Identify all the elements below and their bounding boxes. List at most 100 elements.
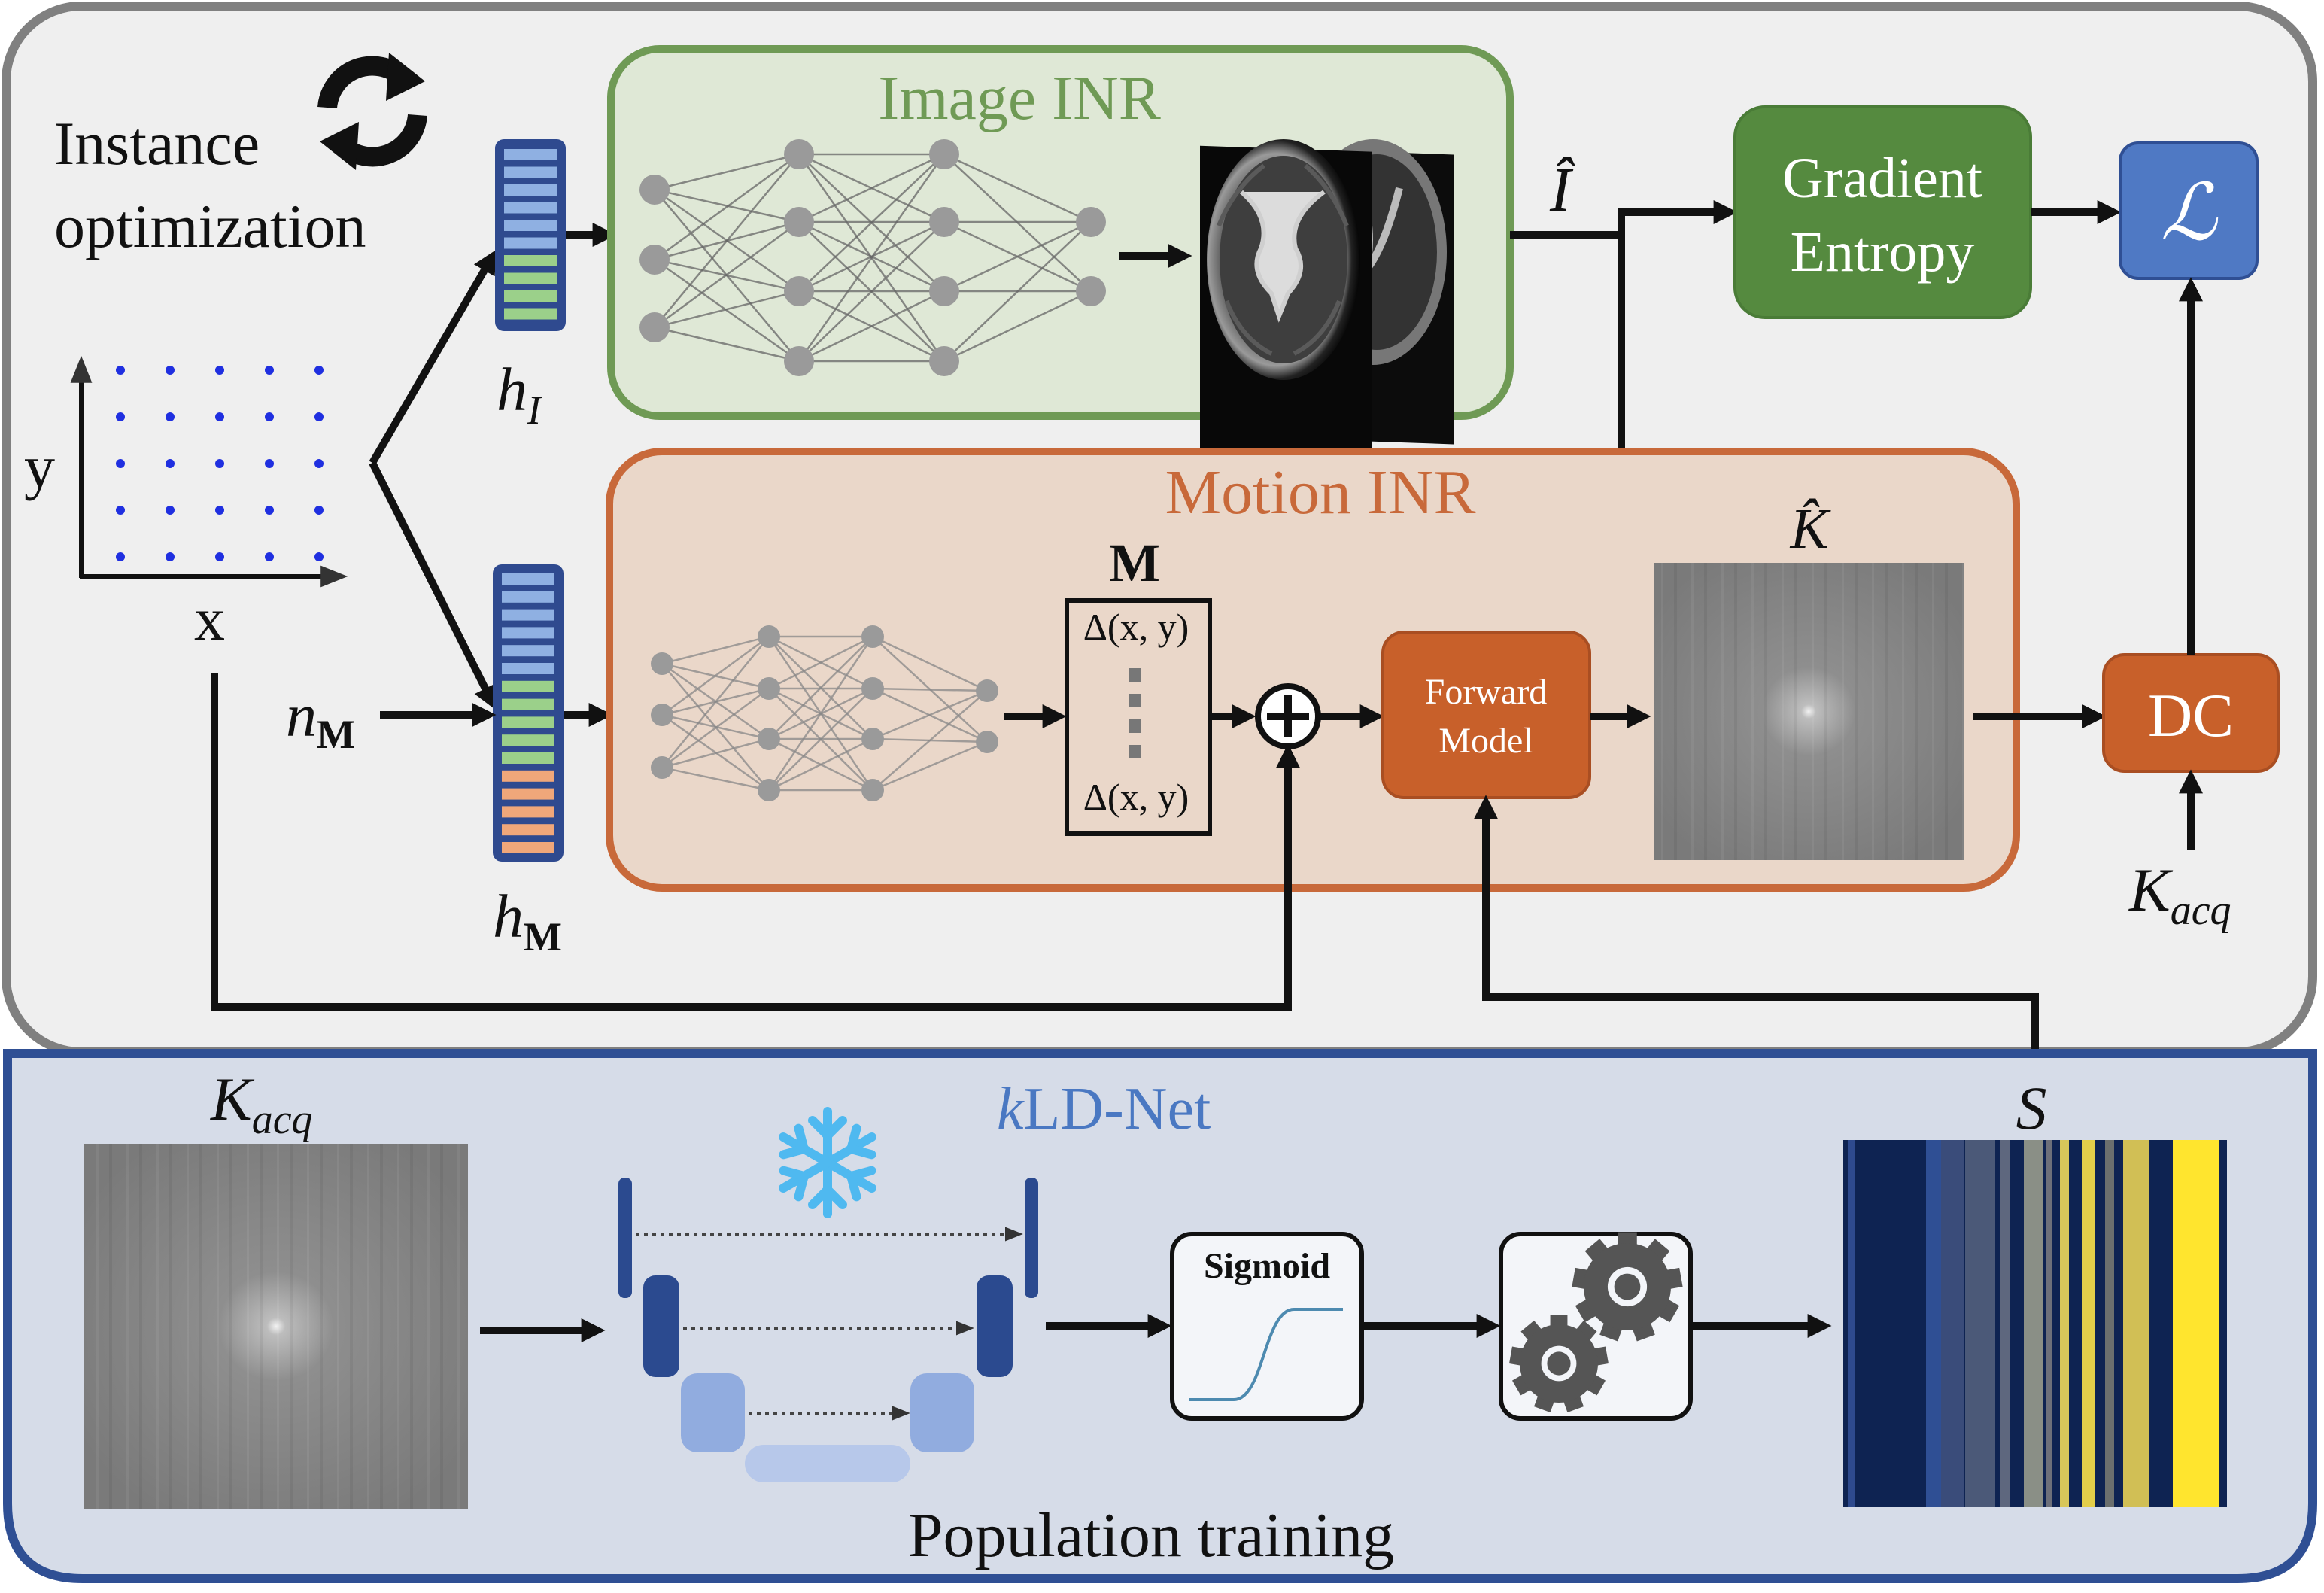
image-latent-vector (495, 139, 566, 331)
latent-cell (502, 842, 554, 853)
mask-stripe (1941, 1140, 1964, 1507)
mask-stripe (1848, 1140, 1855, 1507)
reconstructed-brain-images (1200, 139, 1454, 457)
image-to-gradient-arrow (1510, 199, 1738, 239)
sample-point (215, 552, 224, 561)
sample-point (166, 412, 175, 421)
latent-cell (502, 591, 554, 603)
sample-point (265, 552, 274, 561)
network-node (651, 652, 673, 675)
latent-cell (504, 272, 557, 284)
loss-label: ℒ (2161, 170, 2219, 257)
network-node (1076, 207, 1106, 237)
latent-cell (502, 680, 554, 692)
sample-point (314, 552, 324, 561)
mask-stripe (2173, 1140, 2219, 1507)
latent-cell (504, 166, 557, 178)
network-edge (872, 740, 988, 792)
network-edge (661, 635, 770, 716)
sample-points (116, 366, 324, 561)
refresh-icon (317, 53, 427, 170)
sample-point (265, 412, 274, 421)
network-edge (661, 687, 770, 769)
network-node (929, 276, 959, 306)
mask-stripe (2105, 1140, 2114, 1507)
sample-point (265, 366, 274, 375)
mask-stripe (2123, 1140, 2149, 1507)
network-node (651, 756, 673, 779)
network-node (758, 728, 780, 750)
network-node (861, 779, 884, 801)
latent-cell (502, 770, 554, 782)
sample-point (116, 459, 125, 468)
latent-cell (502, 824, 554, 836)
split-arrow-down (369, 461, 497, 710)
s-label: S (2016, 1074, 2047, 1142)
latent-cell (502, 663, 554, 674)
network-edge (872, 635, 988, 692)
split-arrow-up (369, 249, 497, 465)
network-node (651, 704, 673, 726)
latent-cell (502, 698, 554, 710)
network-edge (768, 635, 873, 690)
gradient-entropy-box (1733, 105, 2032, 319)
motion-matrix-title: M (1109, 533, 1160, 593)
network-edge (661, 635, 770, 665)
gradient-entropy-line1: Gradient (1782, 147, 1982, 210)
latent-cell (502, 573, 554, 585)
sample-point (166, 366, 175, 375)
unet-architecture (618, 1178, 1038, 1482)
latent-cell (504, 202, 557, 214)
network-edge (767, 636, 874, 791)
mask-stripe (1926, 1140, 1943, 1507)
motion-latent-vector (493, 564, 564, 862)
network-edge (943, 153, 1092, 223)
network-edge (654, 220, 800, 329)
sample-point (116, 412, 125, 421)
instance-label-line2: optimization (54, 192, 366, 260)
sample-point (314, 459, 324, 468)
coordinate-skip-arrow (211, 673, 1301, 1011)
y-axis-label: y (24, 433, 55, 501)
network-edge (797, 154, 946, 362)
image-inr-network (639, 139, 1106, 376)
network-node (784, 346, 814, 376)
sample-point (166, 459, 175, 468)
network-node (639, 245, 670, 275)
population-training-caption: Population training (908, 1500, 1394, 1570)
gear-hub (1547, 1351, 1571, 1376)
motion-inr-title: Motion INR (1165, 458, 1475, 527)
network-edge (654, 153, 800, 261)
network-node (758, 677, 780, 700)
k-acq-bottom-label: Kacq (210, 1065, 313, 1143)
x-axis-label: x (194, 585, 225, 653)
latent-cell (504, 220, 557, 231)
sample-point (215, 366, 224, 375)
sample-point (215, 459, 224, 468)
gears-icon (1509, 1232, 1683, 1412)
n-motion-label: nM (286, 681, 355, 757)
sigmoid-curve (1189, 1308, 1343, 1401)
gradient-entropy-line2: Entropy (1791, 220, 1975, 284)
network-node (1076, 276, 1106, 306)
network-node (758, 779, 780, 801)
network-edge (768, 636, 873, 740)
network-edge (943, 221, 1092, 362)
network-edge (654, 290, 800, 329)
sample-point (314, 506, 324, 515)
mask-stripe (2000, 1140, 2010, 1507)
network-node (929, 346, 959, 376)
sample-point (265, 459, 274, 468)
delta-bottom: Δ(x, y) (1083, 776, 1189, 818)
network-edge (943, 290, 1092, 363)
network-node (929, 139, 959, 169)
latent-cell (502, 609, 554, 621)
sensitivity-to-forward-model-arrow (1473, 795, 2039, 1076)
sample-point (116, 552, 125, 561)
mask-stripe (1965, 1140, 1995, 1507)
snowflake-icon (779, 1107, 876, 1218)
kspace-prediction-label: K̂ (1790, 497, 1831, 561)
network-edge (661, 766, 770, 792)
